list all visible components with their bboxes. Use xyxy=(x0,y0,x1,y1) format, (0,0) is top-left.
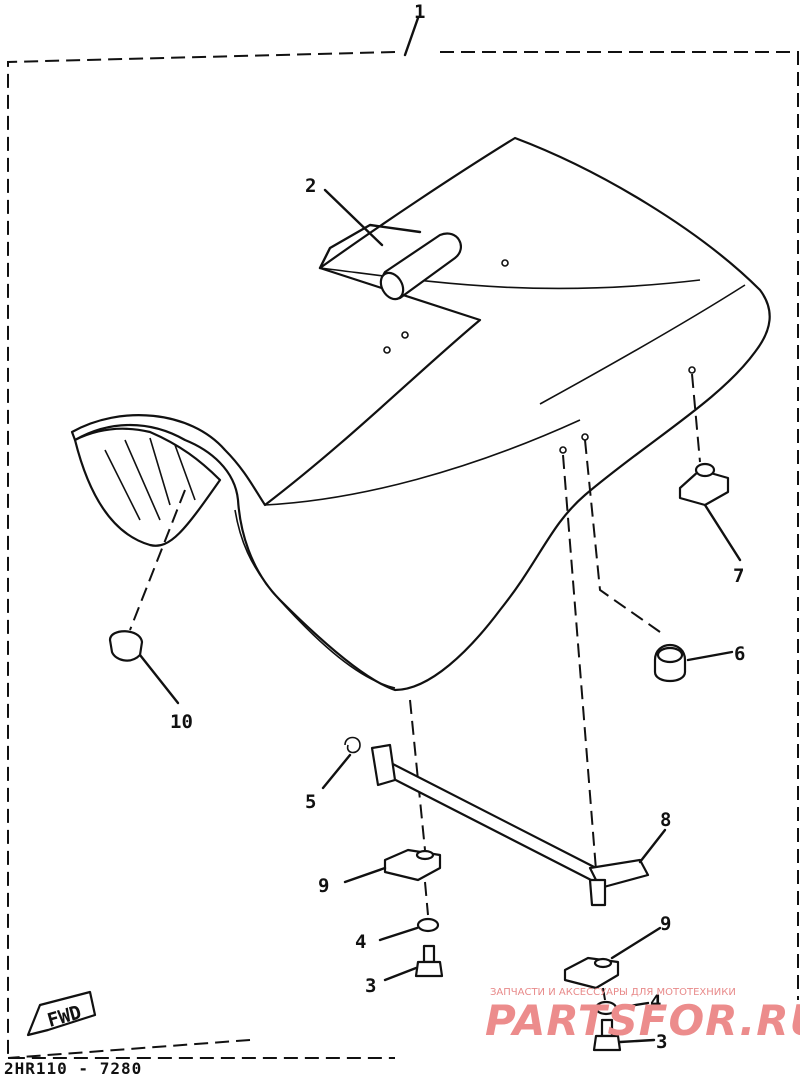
part-3-bolt-right xyxy=(592,1018,622,1052)
leader-9b xyxy=(610,926,662,960)
fwd-arrow-badge: FWD xyxy=(26,990,97,1037)
callout-6: 6 xyxy=(734,643,745,665)
callout-4b: 4 xyxy=(650,991,661,1013)
leader-2 xyxy=(323,188,384,247)
part-9-plate-left xyxy=(383,848,442,882)
callout-3a: 3 xyxy=(365,975,376,997)
leader-6 xyxy=(686,650,734,662)
callout-5: 5 xyxy=(305,791,316,813)
part-5-clip xyxy=(344,736,361,754)
part-8-bracket xyxy=(370,743,650,907)
part-2-bumper xyxy=(379,232,462,301)
part-6-grommet xyxy=(653,644,687,683)
leader-1 xyxy=(403,16,420,57)
leader-4b xyxy=(615,1001,650,1010)
drawing-code: 2HR110 - 7280 xyxy=(4,1059,142,1078)
callout-9b: 9 xyxy=(660,913,671,935)
leader-4a xyxy=(378,926,419,942)
callout-3b: 3 xyxy=(656,1031,667,1053)
assembly-boundary xyxy=(7,51,799,1059)
part-7-damper xyxy=(678,462,730,507)
leader-3b xyxy=(618,1038,656,1044)
callout-10: 10 xyxy=(170,711,193,733)
callout-7: 7 xyxy=(733,565,744,587)
watermark-brand: PARTSFOR.RU xyxy=(485,996,800,1045)
leader-9a xyxy=(343,866,387,884)
part-9-plate-right xyxy=(563,956,620,990)
callout-8: 8 xyxy=(660,809,671,831)
callout-2: 2 xyxy=(305,175,316,197)
watermark-tagline: ЗАПЧАСТИ И АКСЕССУАРЫ ДЛЯ МОТОТЕХНИКИ xyxy=(490,987,736,998)
part-4-washer-left xyxy=(416,917,440,933)
leader-3a xyxy=(383,966,418,982)
callout-4a: 4 xyxy=(355,931,366,953)
leader-8 xyxy=(638,828,667,864)
assembly-number: 1 xyxy=(414,1,425,23)
seat xyxy=(70,136,771,692)
leader-7 xyxy=(703,503,742,562)
leader-10 xyxy=(138,653,180,705)
part-3-bolt-left xyxy=(414,944,444,978)
callout-9a: 9 xyxy=(318,875,329,897)
part-10-stopper xyxy=(108,630,144,662)
leader-5 xyxy=(321,753,352,790)
